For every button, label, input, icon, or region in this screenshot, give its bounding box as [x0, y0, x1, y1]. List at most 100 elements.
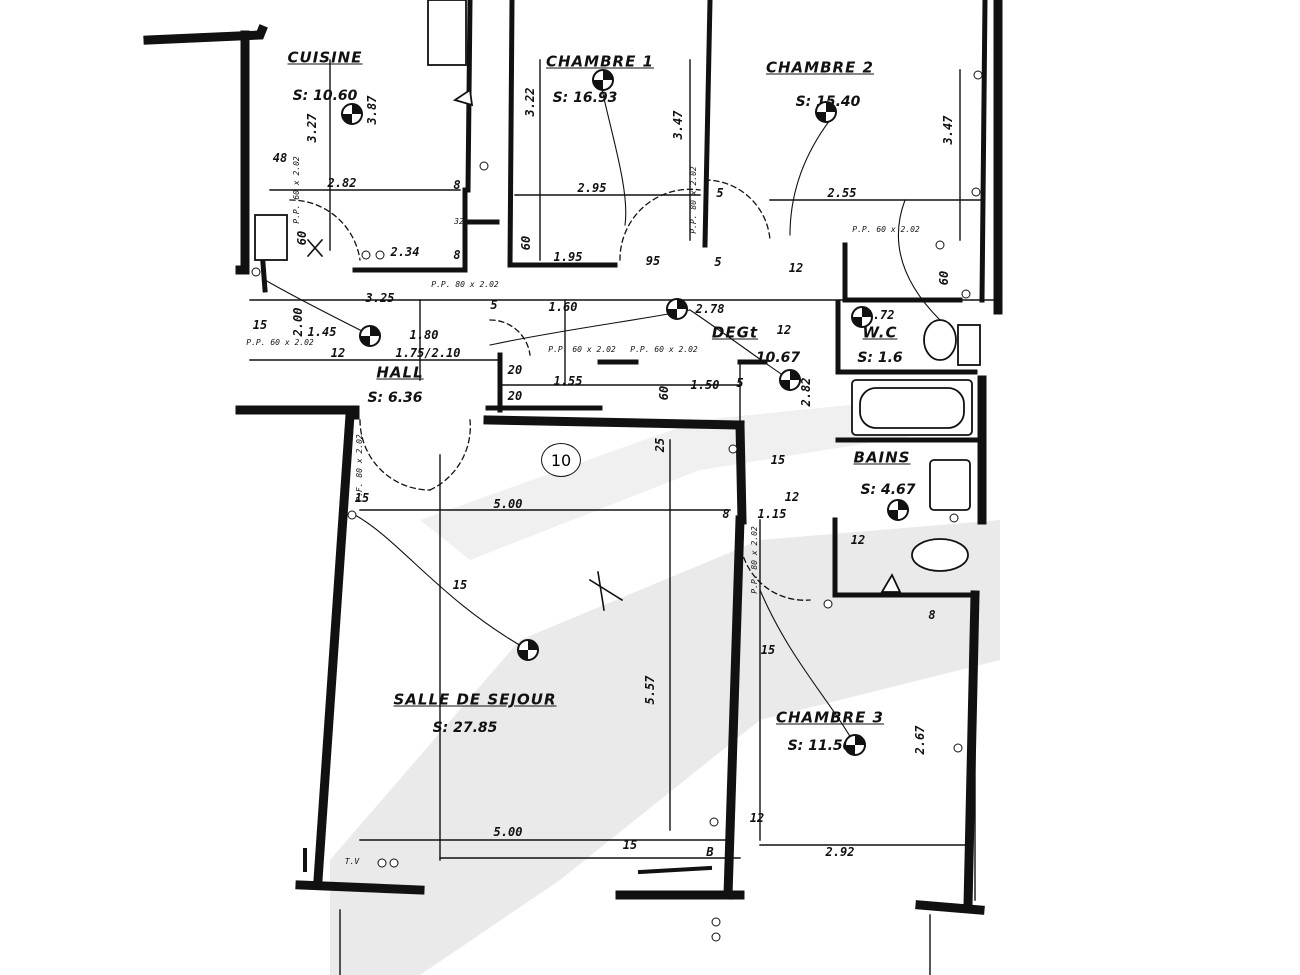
dim-1-75-2-10: 1.75/2.10 — [395, 346, 461, 360]
num-60-d: 60 — [295, 230, 309, 246]
paper-shadow — [330, 520, 1000, 975]
room-label-chambre-2: CHAMBRE 2 — [766, 58, 874, 77]
outlet-icon — [479, 161, 489, 171]
dim-2-55: 2.55 — [827, 186, 857, 200]
num-48: 48 — [272, 151, 288, 165]
num-12-e: 12 — [850, 533, 866, 547]
door-label-3: P.P. 80 x 2.02 — [431, 280, 499, 289]
num-15-f: 15 — [622, 838, 638, 852]
paper-shadow-2 — [420, 400, 950, 560]
num-5-d: 5 — [736, 376, 744, 390]
room-label-degt: DEGt — [711, 323, 759, 342]
ceiling-light-icon — [666, 298, 688, 320]
outlet-icon — [961, 289, 971, 299]
room-label-cuisine: CUISINE — [287, 48, 363, 67]
num-12-d: 12 — [784, 490, 800, 504]
dim-5-00-top: 5.00 — [493, 497, 523, 511]
door-label-9: P.P. 80 x 2.02 — [750, 526, 759, 594]
num-8-b: 8 — [453, 248, 461, 262]
door-label-2: P.P. 60 x 2.02 — [292, 156, 301, 224]
dim-1-80: 1.80 — [409, 328, 439, 342]
door-label-7: P.P. 60 x 2.02 — [852, 225, 920, 234]
room-label-bains: BAINS — [853, 448, 911, 467]
cross-marks — [306, 238, 624, 611]
outlet-icon — [711, 932, 721, 942]
outlet-icon — [823, 599, 833, 609]
dim-v-5-57: 5.57 — [643, 675, 657, 705]
ceiling-light-icon — [887, 499, 909, 521]
outlet-icon — [728, 444, 738, 454]
dim-v-2-00: 2.00 — [291, 307, 305, 337]
dim-2-95: 2.95 — [577, 181, 607, 195]
room-area-salle-de-sejour: S: 27.85 — [432, 720, 498, 736]
dim-3-25: 3.25 — [365, 291, 395, 305]
room-label-chambre-1: CHAMBRE 1 — [546, 52, 654, 71]
ceiling-light-icon — [815, 101, 837, 123]
dim-95: 95 — [645, 254, 661, 268]
ceiling-light-icon — [851, 306, 873, 328]
dim-1-15: 1.15 — [757, 507, 787, 521]
num-5-a: 5 — [716, 186, 724, 200]
ceiling-light-icon — [517, 639, 539, 661]
dim-1-95: 1.95 — [553, 250, 583, 264]
outlet-icon — [361, 250, 371, 260]
outlet-icon — [973, 70, 983, 80]
room-area-wc: S: 1.6 — [857, 350, 903, 366]
num-15-c: 15 — [452, 578, 468, 592]
dim-1-60: 1.60 — [548, 300, 578, 314]
tv-label: T.V — [344, 857, 360, 866]
room-area-cuisine: S: 10.60 — [292, 88, 358, 104]
num-15-a: 15 — [252, 318, 268, 332]
dim-5-00-bottom: 5.00 — [493, 825, 523, 839]
dim-2-92: 2.92 — [825, 845, 855, 859]
room-label-wc: W.C — [862, 323, 898, 342]
outlet-icon — [251, 267, 261, 277]
outlet-icon — [347, 510, 357, 520]
num-8-c: 8 — [722, 507, 730, 521]
outlet-icon — [375, 250, 385, 260]
num-60-b: 60 — [657, 385, 671, 401]
num-60-a: 60 — [519, 235, 533, 251]
outlet-icon — [709, 817, 719, 827]
dim-v-2-82: 2.82 — [799, 377, 813, 407]
room-area-hall: S: 6.36 — [367, 390, 423, 406]
tv-outlet-icon — [377, 858, 387, 868]
dim-v-3-47-b: 3.47 — [941, 115, 955, 145]
num-12-a: 12 — [330, 346, 346, 360]
dim-1-55: 1.55 — [553, 374, 583, 388]
outlet-icon — [953, 743, 963, 753]
outlet-icon — [935, 240, 945, 250]
dim-2-82: 2.82 — [327, 176, 357, 190]
room-label-chambre-3: CHAMBRE 3 — [776, 708, 884, 727]
tv-outlet-icon — [389, 858, 399, 868]
dim-v-3-27: 3.27 — [305, 113, 319, 143]
ceiling-light-icon — [592, 69, 614, 91]
num-12-c: 12 — [776, 323, 792, 337]
dim-2-78: 2.78 — [695, 302, 725, 316]
door-label-6: P.P. 60 x 2.02 — [630, 345, 698, 354]
dim-1-50: 1.50 — [690, 378, 720, 392]
door-label-4: P.P. 80 x 2.02 — [689, 166, 698, 234]
window-marks — [303, 848, 713, 875]
dim-v-3-87: 3.87 — [365, 95, 379, 125]
fixtures — [254, 0, 981, 593]
room-area-chambre-3: S: 11.50 — [787, 738, 853, 754]
dim-v-2-67: 2.67 — [913, 725, 927, 755]
num-20-b: 20 — [507, 389, 523, 403]
num-15-e: 15 — [760, 643, 776, 657]
num-60-c: 60 — [937, 270, 951, 286]
num-b: B — [706, 845, 714, 859]
num-15-b: 15 — [354, 491, 370, 505]
outlet-icon — [711, 917, 721, 927]
num-5-b: 5 — [714, 255, 722, 269]
num-5-c: 5 — [490, 298, 498, 312]
num-12-f: 12 — [749, 811, 765, 825]
room-area-degt: 10.67 — [755, 350, 801, 366]
ceiling-light-icon — [779, 369, 801, 391]
exterior-walls — [143, 0, 1003, 915]
num-8-d: 8 — [928, 608, 936, 622]
ceiling-light-icon — [359, 325, 381, 347]
door-label-8: P.F. 80 x 2.02 — [355, 434, 364, 502]
door-label-1: P.P. 60 x 2.02 — [246, 338, 314, 347]
num-12-b: 12 — [788, 261, 804, 275]
